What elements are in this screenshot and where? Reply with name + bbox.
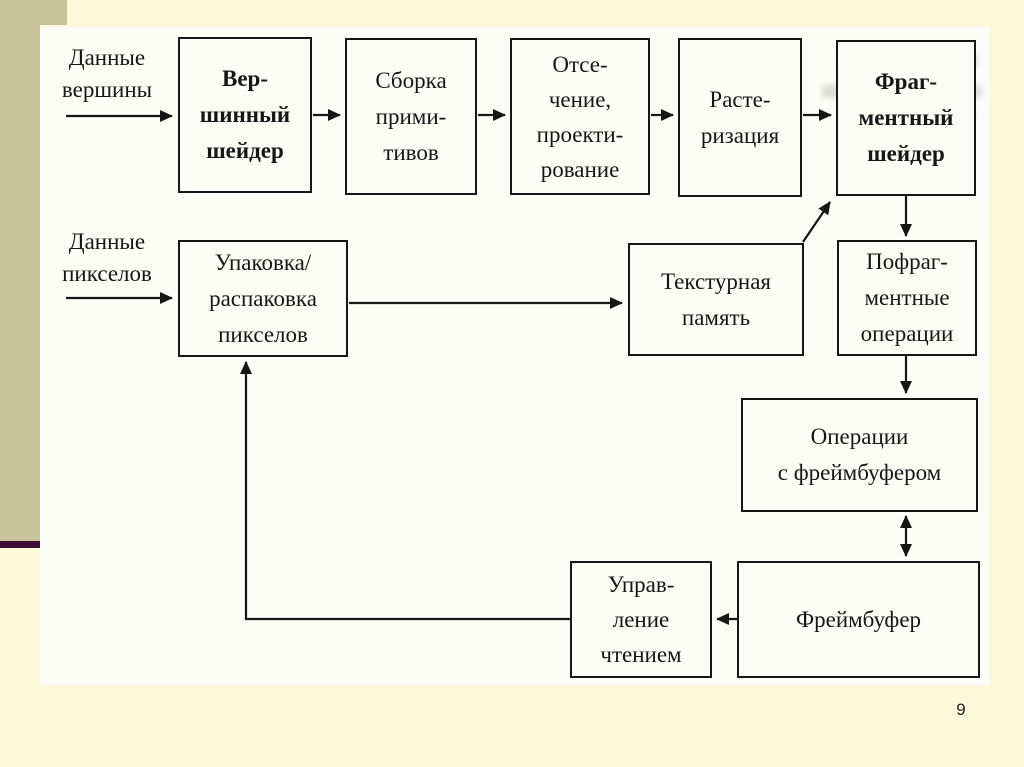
node-line: Управ-: [607, 572, 675, 597]
accent-line: [0, 541, 42, 548]
node-line: шейдер: [206, 138, 284, 163]
node-line: Сборка: [375, 67, 447, 93]
node-rasterization: Расте- ризация: [678, 38, 802, 197]
label-vertex-data: Данные вершины: [40, 42, 174, 106]
node-line: Отсе-: [552, 51, 608, 77]
node-line: чение,: [548, 86, 612, 112]
node-line: ментный: [858, 105, 954, 130]
node-pixel-pack-unpack: Упаковка/ распаковка пикселов: [178, 240, 348, 357]
node-line: прими-: [375, 103, 447, 129]
node-framebuffer: Фреймбуфер: [737, 561, 980, 678]
node-line: Операции: [810, 424, 909, 449]
node-line: Фреймбуфер: [795, 606, 922, 632]
node-line: с фреймбуфером: [777, 460, 942, 485]
node-line: рование: [540, 156, 620, 182]
node-clipping-projection: Отсе- чение, проекти- рование: [510, 38, 650, 195]
node-line: Упаковка/: [214, 249, 312, 275]
node-primitive-assembly: Сборка прими- тивов: [345, 38, 477, 195]
node-line: ментные: [864, 285, 950, 310]
label-line: Данные: [68, 229, 146, 254]
node-line: шинный: [199, 102, 291, 127]
node-line: ление: [612, 607, 670, 632]
node-texture-memory: Текстурная память: [628, 243, 804, 356]
node-per-fragment-ops: Пофраг- ментные операции: [837, 240, 977, 356]
label-line: вершины: [61, 77, 153, 102]
node-read-control: Управ- ление чтением: [570, 561, 712, 678]
node-line: тивов: [383, 139, 439, 165]
node-fragment-shader: Фраг- ментный шейдер: [836, 40, 976, 196]
node-line: пикселов: [218, 321, 308, 347]
node-line: ризация: [700, 122, 780, 148]
node-line: Вер-: [222, 66, 268, 91]
page-number: 9: [956, 700, 966, 719]
node-line: операции: [860, 321, 954, 346]
node-line: чтением: [600, 642, 682, 667]
node-line: шейдер: [867, 141, 945, 166]
node-line: Пофраг-: [866, 249, 948, 274]
node-framebuffer-ops: Операции с фреймбуфером: [741, 398, 978, 512]
label-line: Данные: [68, 45, 146, 70]
label-pixel-data: Данные пикселов: [40, 226, 174, 290]
node-line: Расте-: [709, 86, 771, 112]
sidebar-accent-bar: [0, 0, 40, 548]
node-line: память: [681, 304, 751, 330]
node-line: Текстурная: [660, 268, 772, 294]
node-vertex-shader: Вер- шинный шейдер: [178, 37, 312, 193]
node-line: распаковка: [209, 285, 317, 311]
node-line: Фраг-: [874, 69, 938, 94]
node-line: проекти-: [536, 121, 624, 147]
label-line: пикселов: [62, 261, 152, 286]
